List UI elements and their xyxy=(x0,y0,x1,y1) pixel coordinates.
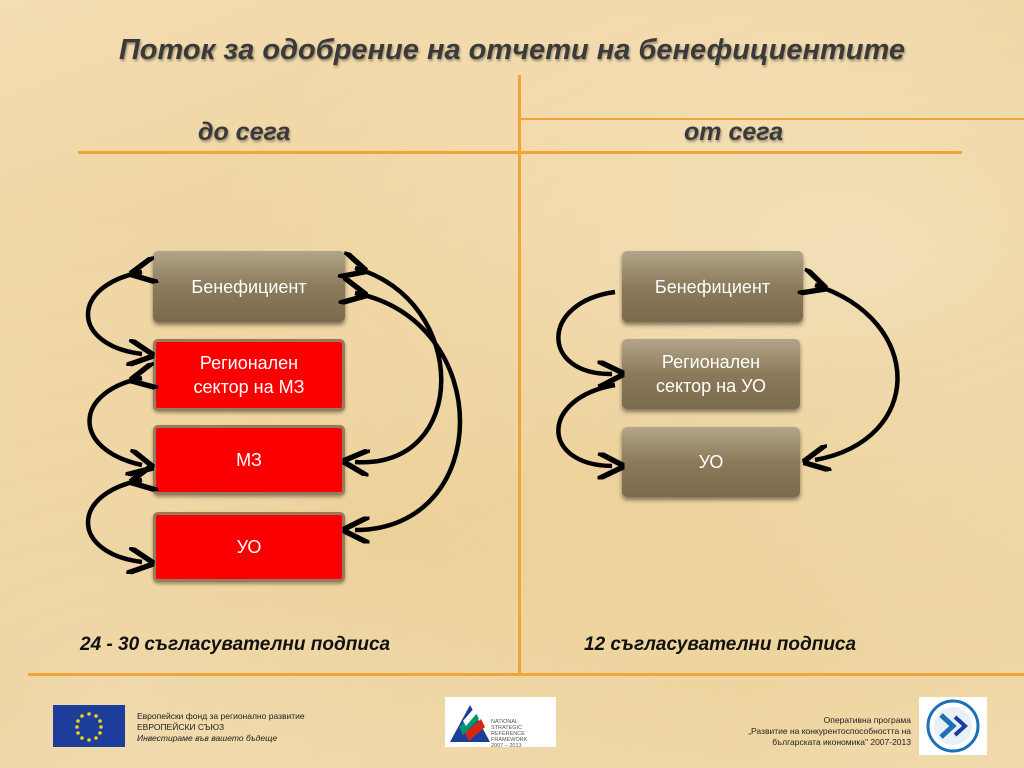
page-title: Поток за одобрение на отчети на бенефици… xyxy=(118,34,906,66)
eu-fund-text: Европейски фонд за регионално развитие Е… xyxy=(137,711,305,744)
right-heading: от сега xyxy=(684,118,784,146)
bottom-divider xyxy=(28,673,1024,676)
left-box-regional-sector: Регионален сектор на МЗ xyxy=(153,339,345,411)
eu-flag-logo xyxy=(53,705,125,747)
right-box-regional-sector: Регионален сектор на УО xyxy=(622,339,800,409)
op-program-text: Оперативна програма „Развитие на конкуре… xyxy=(720,715,911,748)
op-line-1: Оперативна програма xyxy=(823,715,911,725)
nsrf-line-2: STRATEGIC xyxy=(491,725,523,731)
nsrf-line-3: REFERENCE FRAMEWORK xyxy=(491,731,528,743)
left-box-mz: МЗ xyxy=(153,425,345,495)
left-box-uo: УО xyxy=(153,512,345,582)
nsrf-logo: NATIONAL STRATEGIC REFERENCE FRAMEWORK 2… xyxy=(445,697,556,749)
eu-line-2: ЕВРОПЕЙСКИ СЪЮЗ xyxy=(137,722,225,732)
arrow-left-1 xyxy=(85,272,142,354)
left-signatures: 24 - 30 съгласувателни подписа xyxy=(80,634,391,655)
arrow-right-big xyxy=(815,285,900,460)
competitive-bulgaria-logo xyxy=(919,697,987,755)
right-signatures: 12 съгласувателни подписа xyxy=(584,634,857,655)
eu-line-1: Европейски фонд за регионално развитие xyxy=(137,711,305,721)
op-line-3: българската икономика" 2007-2013 xyxy=(772,737,911,747)
right-box-uo: УО xyxy=(622,427,800,497)
nsrf-line-1: NATIONAL xyxy=(491,719,519,725)
arrow-left-big-1 xyxy=(355,268,444,462)
eu-line-3: Инвестираме във вашето бъдеще xyxy=(137,733,278,743)
top-divider-thin xyxy=(520,118,1024,120)
op-line-2: „Развитие на конкурентоспособността на xyxy=(748,726,911,736)
right-box-beneficiary: Бенефициент xyxy=(622,251,803,322)
left-box-beneficiary: Бенефициент xyxy=(153,251,345,322)
vertical-divider xyxy=(518,75,521,675)
arrow-left-3 xyxy=(85,480,142,562)
arrow-right-1 xyxy=(556,289,615,374)
heading-underline xyxy=(78,151,962,154)
left-heading: до сега xyxy=(198,118,291,146)
arrow-left-big-2 xyxy=(355,293,463,530)
nsrf-line-4: 2007 – 2013 xyxy=(491,743,522,749)
arrow-left-2 xyxy=(87,378,143,465)
arrow-right-2 xyxy=(556,382,615,466)
